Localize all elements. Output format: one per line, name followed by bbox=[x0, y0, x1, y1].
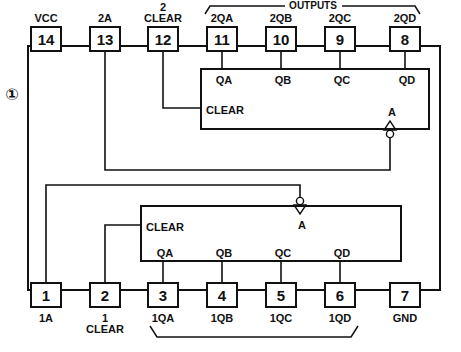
pin-name: 2QD bbox=[394, 13, 417, 24]
pin-number: 1 bbox=[42, 287, 50, 304]
inversion-bubble bbox=[386, 130, 393, 137]
counter-block: CLEAR QA QB QC QD A bbox=[140, 205, 402, 262]
wire bbox=[221, 52, 223, 68]
pin-number: 3 bbox=[159, 287, 167, 304]
pin-number: 6 bbox=[336, 287, 344, 304]
pin-box: 1 bbox=[30, 282, 62, 308]
wire bbox=[46, 185, 300, 282]
pin-number: 9 bbox=[336, 31, 344, 48]
signal-name: A bbox=[298, 219, 306, 231]
signal-name: QB bbox=[216, 247, 233, 259]
wire bbox=[162, 262, 164, 282]
pin-name: 1 CLEAR bbox=[86, 313, 124, 335]
signal-name: QD bbox=[334, 247, 351, 259]
wire bbox=[221, 262, 223, 282]
pin-box: 9 bbox=[324, 26, 356, 52]
pin-box: 8 bbox=[389, 26, 421, 52]
wire bbox=[280, 262, 282, 282]
pin-number: 14 bbox=[38, 31, 55, 48]
pin-number: 13 bbox=[97, 31, 114, 48]
pin-number: 11 bbox=[214, 31, 230, 48]
signal-name: CLEAR bbox=[146, 221, 184, 233]
signal-name: QC bbox=[275, 247, 292, 259]
pin-box: 4 bbox=[206, 282, 238, 308]
signal-name: QD bbox=[399, 74, 416, 86]
pin-name: 2QB bbox=[270, 13, 293, 24]
pin-box: 10 bbox=[265, 26, 297, 52]
pin-number: 2 bbox=[101, 287, 109, 304]
pin-box: 11 bbox=[206, 26, 238, 52]
pin-number: 7 bbox=[401, 287, 409, 304]
pin-name: 2QC bbox=[329, 13, 352, 24]
signal-name: A bbox=[388, 106, 396, 118]
pin-name: 1QD bbox=[329, 313, 352, 324]
pin-number: 4 bbox=[218, 287, 226, 304]
pin-name: 2QA bbox=[211, 13, 234, 24]
pin-box: 3 bbox=[147, 282, 179, 308]
counter-block: QA QB QC QD CLEAR A bbox=[200, 68, 430, 130]
outputs-bracket bbox=[150, 326, 358, 337]
inversion-bubble bbox=[296, 197, 303, 204]
pin-box: 5 bbox=[265, 282, 297, 308]
signal-name: QA bbox=[157, 247, 174, 259]
wire bbox=[339, 262, 341, 282]
wire bbox=[280, 52, 282, 68]
pin-name: 1QB bbox=[211, 313, 234, 324]
pin-name: 2A bbox=[98, 13, 112, 24]
pin-name: GND bbox=[393, 313, 417, 324]
chip-body bbox=[28, 46, 440, 290]
pin-number: 8 bbox=[401, 31, 409, 48]
pin-box: 2 bbox=[89, 282, 121, 308]
pin-number: 12 bbox=[155, 31, 172, 48]
signal-name: QC bbox=[334, 74, 351, 86]
pin-box: 14 bbox=[30, 26, 62, 52]
signal-name: CLEAR bbox=[206, 104, 244, 116]
pin-name: 2 CLEAR bbox=[144, 2, 182, 24]
pin-box: 6 bbox=[324, 282, 356, 308]
signal-name: QB bbox=[275, 74, 292, 86]
pin-name: 1QC bbox=[270, 313, 293, 324]
pin-box: 7 bbox=[389, 282, 421, 308]
pin-name: 1QA bbox=[152, 313, 175, 324]
pin-number: 5 bbox=[277, 287, 285, 304]
signal-name: QA bbox=[216, 74, 233, 86]
pin-box: 13 bbox=[89, 26, 121, 52]
pin-box: 12 bbox=[147, 26, 179, 52]
pin-name: 1A bbox=[39, 313, 53, 324]
wire bbox=[339, 52, 341, 68]
wire bbox=[105, 225, 140, 282]
wire bbox=[163, 52, 200, 108]
pin-name: VCC bbox=[34, 13, 57, 24]
pin-number: 10 bbox=[273, 31, 290, 48]
wire bbox=[404, 52, 406, 68]
group-label: OUTPUTS bbox=[289, 0, 337, 11]
callout-number: ① bbox=[5, 86, 19, 104]
